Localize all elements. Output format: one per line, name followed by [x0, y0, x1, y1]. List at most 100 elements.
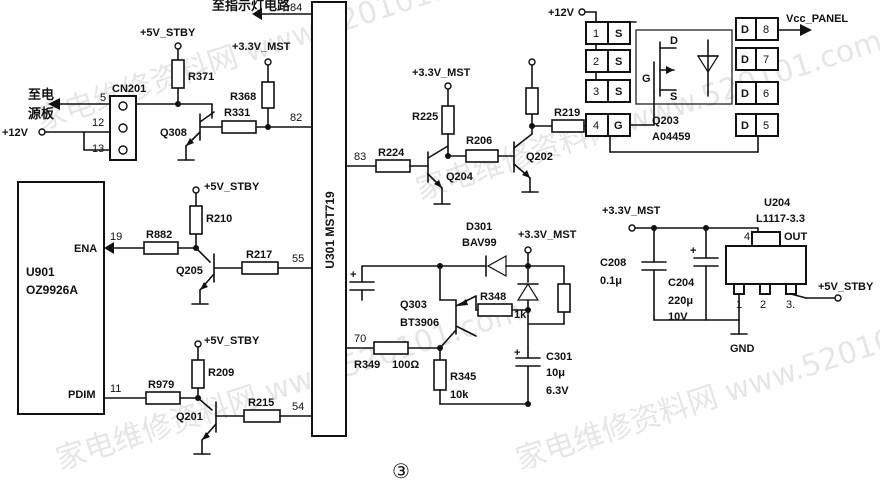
q308-collector [199, 111, 215, 123]
rail-terminal [194, 340, 202, 348]
resistor-r224 [375, 159, 411, 173]
resistor-r206 [465, 149, 499, 163]
u901-chip [17, 181, 105, 415]
junction [525, 401, 531, 407]
cn201-pin13 [118, 145, 128, 155]
watermark-text-2: 家电维修资料网 www.520101.com [412, 24, 880, 208]
r368-label: R368 [230, 91, 256, 103]
q203-pin7: 7 [763, 54, 769, 66]
arrow-vcc-panel [800, 24, 812, 36]
cn201-pin12-label: 12 [92, 117, 104, 129]
rail-label-mst-u204: +3.3V_MST [602, 205, 661, 217]
rail-terminal [578, 8, 586, 16]
rail-label-12v-left: +12V [2, 127, 29, 139]
u204-pin4: 4 [744, 231, 750, 243]
q203-d-mark: D [670, 35, 678, 47]
pdim-label: PDIM [68, 389, 96, 401]
q203-pin8: 8 [763, 24, 769, 36]
resistor-r368 [261, 81, 275, 109]
r217-label: R217 [246, 249, 272, 261]
wire [439, 329, 457, 349]
r225-label: R225 [412, 111, 438, 123]
q203-pin7-box [755, 47, 779, 71]
r371-label: R371 [188, 71, 214, 83]
q203-s1-label: S [615, 28, 622, 40]
rail-terminal [264, 58, 272, 66]
c301-value1: 10μ [546, 367, 565, 379]
q308-label: Q308 [160, 127, 187, 139]
r349-label: R349 [354, 359, 380, 371]
indicator-label: 至指示灯电路 [212, 0, 291, 14]
r210-label: R210 [206, 213, 232, 225]
r206-label: R206 [466, 135, 492, 147]
q203-pin3: 3 [593, 86, 599, 98]
r348-label: R348 [480, 291, 506, 303]
cn201-pin5-label: 5 [100, 92, 106, 104]
r345-label: R345 [450, 371, 476, 383]
u901-part: OZ9926A [26, 283, 78, 297]
vcc-panel-label: Vcc_PANEL [786, 13, 848, 25]
rail-label-mst-r368: +3.3V_MST [232, 41, 291, 53]
resistor-r209 [191, 359, 205, 389]
d301-label: D301 [466, 221, 492, 233]
arrow-ena [104, 242, 114, 254]
q203-pin5-box [755, 113, 779, 137]
q308-arrow [186, 138, 194, 146]
q203-g-mark: G [642, 73, 651, 85]
q202-collector [513, 133, 533, 149]
r219-label: R219 [554, 107, 580, 119]
q201-label: Q201 [176, 411, 203, 423]
resistor-r882 [143, 241, 179, 255]
cn201-pin13-label: 13 [92, 143, 104, 155]
c204-plus: + [690, 245, 696, 257]
u901-pin19: 19 [110, 231, 122, 243]
u204-pin2: 2 [760, 299, 766, 311]
q203-d8-label: D [741, 24, 749, 36]
c301-value2: 6.3V [546, 385, 569, 397]
rail-terminal [38, 128, 46, 136]
junction [265, 124, 271, 130]
u301-label: U301 MST719 [323, 191, 337, 269]
q303-arrow [458, 299, 468, 306]
arrow-power-board [48, 98, 60, 110]
q203-pin8-box [755, 17, 779, 41]
q205-label: Q205 [176, 265, 203, 277]
resistor-r979 [145, 391, 181, 405]
power-board-label-2: 源板 [28, 106, 55, 122]
rail-label-stby-u204: +5V_STBY [818, 281, 874, 293]
wire [790, 293, 807, 299]
q203-s1 [607, 21, 631, 45]
q203-pin2: 2 [593, 56, 599, 68]
cn201-pin5 [118, 101, 128, 111]
r882-label: R882 [146, 229, 172, 241]
d301-diode-b [516, 282, 540, 301]
u204-ref: U204 [764, 197, 791, 209]
resistor-r210 [189, 205, 203, 235]
u204-leg3 [785, 283, 797, 295]
rail-terminal [444, 82, 452, 90]
pin-82: 82 [290, 112, 302, 124]
q202-label: Q202 [526, 151, 553, 163]
resistor-r219 [551, 119, 585, 133]
cn201-pin12 [118, 123, 128, 133]
q201-arrow [202, 432, 210, 440]
r345-value: 10k [450, 389, 469, 401]
q204-arrow [434, 180, 442, 188]
cap-plus: + [350, 269, 356, 281]
resistor-r345 [433, 359, 447, 391]
r979-label: R979 [148, 379, 174, 391]
c208-value: 0.1μ [600, 275, 622, 287]
q203-s-mark: S [670, 91, 677, 103]
q203-pin6-box [755, 81, 779, 105]
q204-label: Q204 [446, 171, 474, 183]
gnd-label: GND [730, 343, 755, 355]
u901-pin11: 11 [110, 383, 121, 395]
d301-diode-a [486, 254, 507, 278]
resistor-r215 [243, 409, 281, 423]
rail-label-mst-r225: +3.3V_MST [412, 67, 471, 79]
resistor-r348 [477, 303, 513, 317]
q203-pin4: 4 [593, 120, 599, 132]
u204-leg2 [759, 283, 771, 295]
q205-arrow [200, 282, 208, 290]
